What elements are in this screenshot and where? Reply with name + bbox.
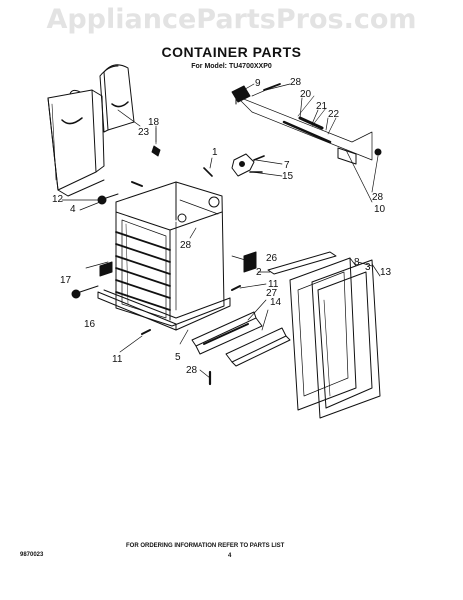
screw-1 [203,167,213,177]
callout-28-right: 28 [372,192,384,203]
page-number: 4 [228,553,232,559]
callout-13: 13 [380,267,392,278]
callout-18: 18 [148,117,160,128]
page-title: CONTAINER PARTS [161,44,302,60]
callout-28-top: 28 [290,77,302,88]
screw-4 [97,193,119,205]
callout-15: 15 [282,171,294,182]
screw-upper [131,181,143,187]
door-gasket-13 [311,259,381,419]
container-frame [97,181,231,331]
screw-11-upper [231,285,241,291]
hinge-26 [243,251,257,273]
bag-holder [99,64,135,133]
door-panel [289,257,357,411]
screw-28-right [374,148,382,156]
callout-23: 23 [138,127,150,138]
callout-12: 12 [52,194,64,205]
callout-20: 20 [300,89,312,100]
callout-11-upper: 11 [268,279,279,290]
roller-bracket [99,261,113,277]
callout-28-center: 28 [180,240,192,251]
callout-2: 2 [256,267,262,278]
ordering-note: FOR ORDERING INFORMATION REFER TO PARTS … [126,543,285,549]
callout-27: 27 [266,288,278,299]
leader-lines [61,83,381,379]
callout-28-bottom: 28 [186,365,198,376]
callout-3: 3 [365,262,371,273]
callout-labels: 1 2 3 4 5 7 8 9 10 11 11 12 13 14 15 16 … [52,77,392,376]
callout-26: 26 [266,253,278,264]
trash-bag [47,89,105,197]
callout-21: 21 [316,101,328,112]
callout-1: 1 [212,147,218,158]
screw-11-lower [141,329,151,335]
door-liner-2 [267,251,337,275]
watermark-text: AppliancePartsPros.com [46,4,417,35]
trim-strip-27 [191,311,263,355]
callout-22: 22 [328,109,340,120]
model-subtitle: For Model: TU4700XXP0 [191,63,272,70]
callout-7: 7 [284,160,290,171]
latch-bracket [231,153,265,177]
callout-16: 16 [84,319,96,330]
callout-5: 5 [175,352,181,363]
callout-14: 14 [270,297,282,308]
screw-16 [71,285,99,299]
callout-9: 9 [255,78,261,89]
callout-17: 17 [60,275,72,286]
callout-8: 8 [354,257,360,268]
handle-14 [225,327,291,367]
callout-11-lower: 11 [112,354,123,365]
callout-10: 10 [374,204,386,215]
part-number: 9870023 [20,552,44,558]
screw-28-top [263,83,281,91]
callout-4: 4 [70,204,76,215]
